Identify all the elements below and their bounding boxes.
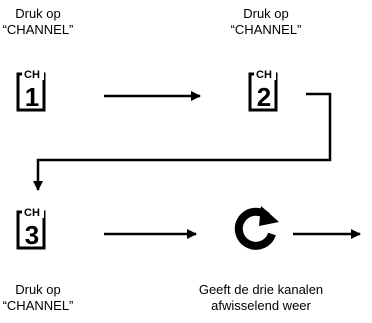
caption-line-1: Druk op <box>243 6 289 21</box>
caption-line-2: “CHANNEL” <box>2 22 74 37</box>
caption-line-2: “CHANNEL” <box>230 22 302 37</box>
channel-digit: 2 <box>257 82 271 112</box>
ch-text: CH <box>256 69 272 81</box>
channel-digit: 3 <box>25 220 39 250</box>
caption-cycle: Geeft de drie kanalen afwisselend weer <box>176 282 346 314</box>
arrow-2-to-3 <box>33 92 332 191</box>
channel-2-icon: CH 2 <box>248 66 278 112</box>
caption-line-2: afwisselend weer <box>211 298 311 313</box>
ch-text: CH <box>24 207 40 219</box>
caption-channel-2: Druk op “CHANNEL” <box>216 6 316 38</box>
cycle-icon <box>234 206 279 250</box>
caption-line-1: Geeft de drie kanalen <box>198 282 324 297</box>
ch-text: CH <box>24 69 40 81</box>
caption-line-2: “CHANNEL” <box>2 298 74 313</box>
caption-channel-3: Druk op “CHANNEL” <box>0 282 76 314</box>
channel-digit: 1 <box>25 82 39 112</box>
caption-line-1: Druk op <box>15 6 61 21</box>
channel-1-icon: CH 1 <box>16 66 46 112</box>
caption-channel-1: Druk op “CHANNEL” <box>0 6 76 38</box>
caption-line-1: Druk op <box>15 282 61 297</box>
channel-3-icon: CH 3 <box>16 204 46 250</box>
